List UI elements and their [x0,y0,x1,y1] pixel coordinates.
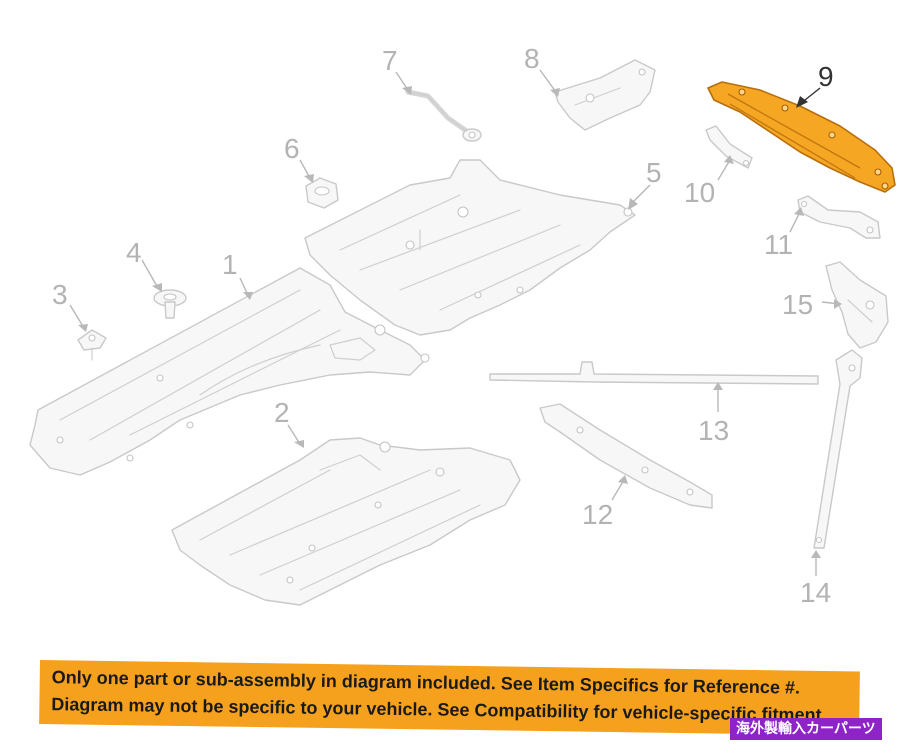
callout-numbers: 1 2 3 4 5 6 7 8 9 10 11 12 13 14 15 [52,43,834,608]
part-3-push-clip[interactable] [77,329,107,361]
callout-6: 6 [284,133,300,164]
callout-14: 14 [800,577,831,608]
part-7-bracket-rod[interactable] [405,89,482,142]
callout-15: 15 [782,289,813,320]
part-4-retainer[interactable] [153,289,187,319]
callout-10: 10 [684,177,715,208]
disclaimer-line-2: Diagram may not be specific to your vehi… [51,694,827,725]
callout-8: 8 [524,43,540,74]
part-10-small-bracket[interactable] [705,125,753,169]
part-2-center-underbody-shield[interactable] [171,437,521,606]
part-12-strut-bar[interactable] [539,403,713,509]
part-11-brace[interactable] [797,195,881,239]
part-1-front-underbody-shield[interactable] [29,267,430,476]
part-8-bracket[interactable] [554,59,656,131]
part-6-nut[interactable] [305,177,339,209]
callout-4: 4 [126,237,142,268]
callout-13: 13 [698,415,729,446]
callout-12: 12 [582,499,613,530]
callout-3: 3 [52,279,68,310]
callout-1: 1 [222,249,238,280]
part-9-highlighted-shield[interactable] [707,81,896,193]
callout-9: 9 [818,61,834,92]
callout-2: 2 [274,397,290,428]
callout-7: 7 [382,45,398,76]
callout-5: 5 [646,157,662,188]
part-13-long-rod[interactable] [489,361,819,385]
shop-watermark: 海外製輸入カーパーツ [730,718,882,740]
leader-lines [69,69,842,576]
disclaimer-line-1: Only one part or sub-assembly in diagram… [51,667,801,698]
part-14-vertical-brace[interactable] [813,349,863,549]
callout-11: 11 [764,229,793,260]
part-5-engine-undertray[interactable] [304,159,636,336]
